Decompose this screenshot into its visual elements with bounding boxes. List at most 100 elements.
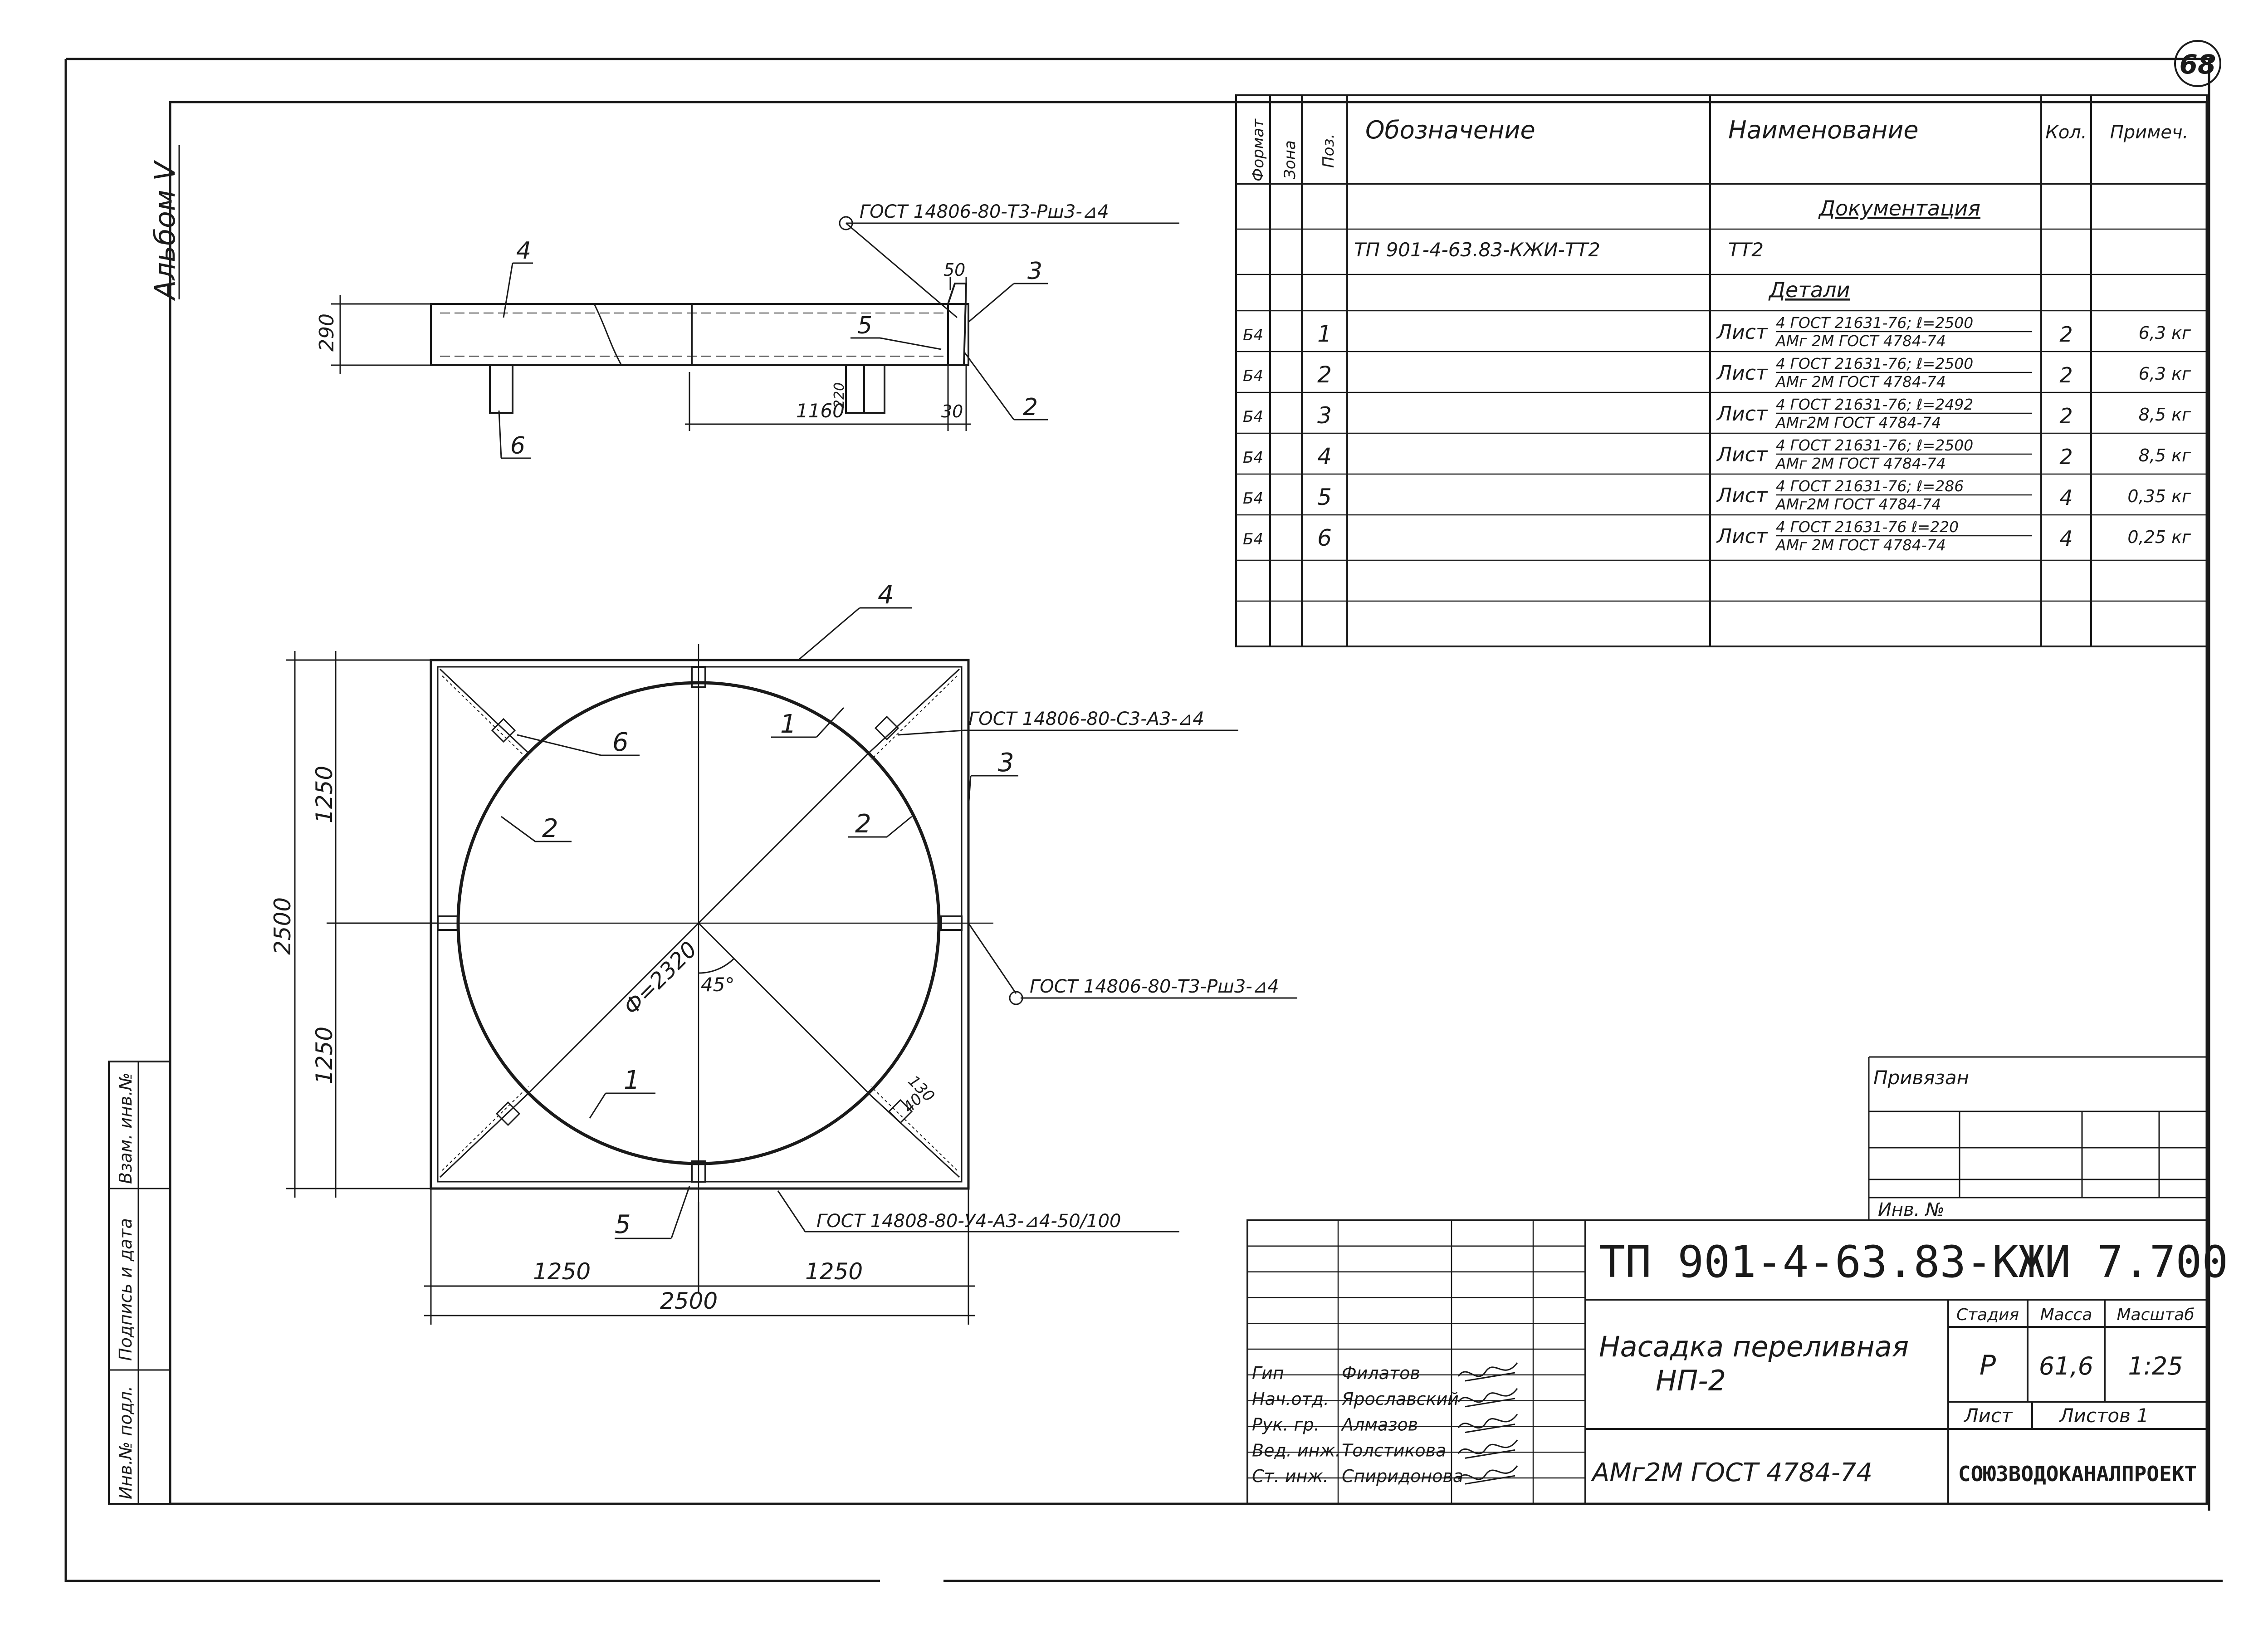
spec-note: 0,25 кг (2127, 527, 2191, 547)
stamp-replaced: Взам. инв.№ (116, 1072, 136, 1184)
privyazan-inv: Инв. № (1878, 1199, 1945, 1220)
staff-row: Рук. гр. Алмазов (1252, 1414, 1518, 1435)
callout-side-2: 2 (1023, 394, 1038, 421)
staff-role: Рук. гр. (1252, 1415, 1320, 1435)
dim-side-height: 290 (315, 313, 338, 352)
spec-qty: 2 (2059, 363, 2072, 387)
title-line2: НП-2 (1656, 1364, 1726, 1397)
album-label: Альбом V (148, 160, 181, 301)
dim-plan-height: 2500 (269, 897, 296, 955)
spec-pos: 5 (1317, 484, 1332, 510)
stamp-signature: Подпись и дата (116, 1218, 136, 1361)
dim-plan-half-top: 1250 (311, 766, 337, 823)
spec-note: 8,5 кг (2139, 405, 2191, 425)
mass-header: Масса (2040, 1306, 2092, 1324)
staff-name: Толстикова (1342, 1440, 1446, 1460)
dim-plan-half-bottom: 1250 (311, 1027, 337, 1084)
spec-format: Б4 (1243, 326, 1263, 344)
weld-label-c3: ГОСТ 14806-80-С3-А3-⊿4 (968, 709, 1204, 729)
staff-role: Гип (1252, 1363, 1284, 1383)
callout-plan-1-top: 1 (780, 709, 797, 739)
spec-qty: 4 (2059, 485, 2072, 510)
spec-kind: Лист (1716, 362, 1768, 385)
spec-format: Б4 (1243, 530, 1263, 548)
angle-label: 45° (701, 974, 734, 996)
spec-format: Б4 (1243, 367, 1263, 385)
spec-pos: 3 (1317, 402, 1332, 429)
spec-bottom: АМг 2М ГОСТ 4784-74 (1775, 455, 1946, 472)
dim-plan-width: 2500 (660, 1288, 718, 1314)
title-line1: Насадка переливная (1599, 1330, 1909, 1363)
header-note: Примеч. (2110, 122, 2189, 143)
stage-header: Стадия (1956, 1306, 2019, 1324)
spec-kind: Лист (1716, 402, 1768, 426)
spec-kind: Лист (1716, 321, 1768, 344)
staff-role: Вед. инж. (1252, 1440, 1341, 1460)
spec-qty: 4 (2059, 526, 2072, 551)
title-block: ТП 901-4-63.83-КЖИ 7.700 Насадка перелив… (1246, 1219, 2228, 1505)
specification-table: Формат Зона Поз. Обозначение Наименовани… (1235, 94, 2208, 647)
staff-name: Ярославский (1341, 1389, 1459, 1409)
spec-note: 6,3 кг (2139, 364, 2191, 384)
signature-scribble (1457, 1414, 1518, 1433)
callout-plan-4: 4 (878, 580, 894, 610)
dim-side-220: 220 (831, 382, 847, 408)
dim-side-50: 50 (943, 260, 965, 280)
staff-row: Вед. инж.Толстикова (1252, 1439, 1518, 1460)
scale-header: Масштаб (2116, 1306, 2194, 1324)
spec-format: Б4 (1243, 449, 1263, 467)
spec-pos: 2 (1317, 362, 1332, 388)
callout-side-6: 6 (510, 432, 525, 460)
callout-side-3: 3 (1027, 258, 1042, 285)
drawing-code: ТП 901-4-63.83-КЖИ 7.700 (1599, 1237, 2228, 1287)
staff-role: Нач.отд. (1252, 1389, 1329, 1409)
signature-scribble (1457, 1465, 1518, 1485)
scale-value: 1:25 (2128, 1352, 2183, 1380)
dim-plan-half-left: 1250 (533, 1258, 591, 1285)
spec-format: Б4 (1243, 408, 1263, 426)
spec-note: 6,3 кг (2139, 323, 2191, 343)
side-stamp: Инв.№ подл. Подпись и дата Взам. инв.№ (108, 1061, 171, 1505)
staff-row: Нач.отд. Ярославский (1252, 1388, 1518, 1409)
spec-bottom: АМг 2М ГОСТ 4784-74 (1775, 536, 1946, 554)
spec-note: 0,35 кг (2127, 486, 2191, 506)
dim-side-30: 30 (941, 401, 963, 421)
callout-plan-1-bottom: 1 (624, 1066, 640, 1095)
spec-top: 4 ГОСТ 21631-76; ℓ=2500 (1776, 314, 1973, 332)
header-format: Формат (1249, 118, 1267, 181)
signature-scribble (1457, 1388, 1518, 1408)
sheet-border (64, 58, 2223, 1582)
sheet-number-badge: 68 (2174, 40, 2221, 87)
spec-bottom: АМг2М ГОСТ 4784-74 (1775, 495, 1941, 513)
spec-pos: 4 (1317, 443, 1332, 470)
spec-bottom: АМг 2М ГОСТ 4784-74 (1775, 332, 1946, 350)
stage-value: Р (1980, 1350, 1996, 1381)
spec-note: 8,5 кг (2139, 445, 2191, 465)
sheets-header: Листов 1 (2058, 1404, 2149, 1427)
plan-view: 45° Ф=2320 130 40 2500 1250 1250 1250 12… (269, 580, 1297, 1325)
staff-name: Спиридонова (1342, 1466, 1463, 1486)
signature-scribble (1457, 1362, 1518, 1382)
material-label: АМг2М ГОСТ 4784-74 (1591, 1458, 1872, 1487)
sheet-number: 68 (2180, 49, 2216, 80)
weld-label-t3: ГОСТ 14806-80-Т3-Рш3-⊿4 (1030, 976, 1279, 997)
staff-name: Алмазов (1340, 1415, 1418, 1435)
staff-row: Ст. инж. Спиридонова (1252, 1465, 1518, 1486)
spec-top: 4 ГОСТ 21631-76; ℓ=2500 (1776, 355, 1973, 372)
header-designation: Обозначение (1365, 116, 1535, 144)
callout-plan-2-right: 2 (855, 809, 871, 839)
callout-plan-3: 3 (998, 748, 1014, 778)
spec-qty: 2 (2059, 445, 2072, 469)
staff-role: Ст. инж. (1252, 1466, 1329, 1486)
callout-side-4: 4 (516, 237, 531, 264)
spec-pos: 1 (1317, 321, 1332, 347)
